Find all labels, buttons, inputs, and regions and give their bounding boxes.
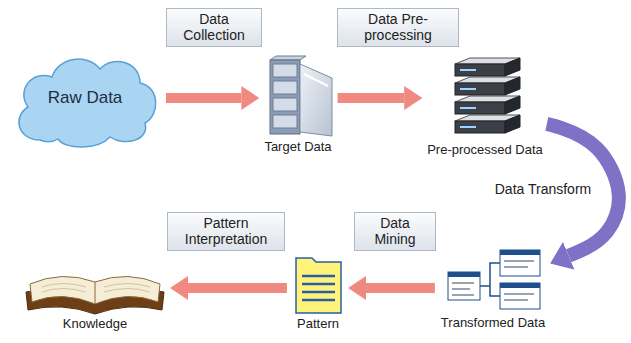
flow-arrow — [188, 283, 287, 293]
icon-space — [445, 245, 541, 315]
icon-node: Pre-processed Data — [427, 52, 543, 158]
step-label-box: Data Collection — [166, 8, 262, 47]
server-rack-icon — [270, 56, 332, 136]
cloud-node: Raw Data — [10, 45, 160, 150]
icon-space — [293, 252, 343, 316]
flow-arrow — [166, 93, 241, 103]
node-caption: Target Data — [264, 139, 331, 155]
node-label: Raw Data — [48, 88, 123, 108]
icon-node: Transformed Data — [441, 245, 545, 331]
icon-space — [25, 262, 165, 316]
step-label-box: Pattern Interpretation — [167, 212, 285, 251]
node-caption: Pattern — [293, 316, 343, 332]
table-windows-icon — [448, 250, 540, 309]
step-label: Data Transform — [487, 181, 599, 199]
node-caption: Knowledge — [25, 316, 165, 332]
folder-icon — [296, 258, 341, 313]
icon-space — [447, 52, 523, 142]
icon-node: Knowledge — [25, 262, 165, 332]
node-caption: Pre-processed Data — [427, 142, 543, 158]
icon-node: Pattern — [293, 252, 343, 332]
book-icon — [26, 276, 164, 314]
flow-arrow — [338, 93, 405, 103]
icon-space — [265, 55, 331, 139]
flow-arrow — [366, 283, 435, 293]
icon-node: Target Data — [264, 55, 331, 155]
server-stack-icon — [455, 58, 520, 133]
step-label-box: Data Pre-processing — [337, 8, 459, 47]
node-caption: Transformed Data — [441, 315, 545, 331]
cloud-shape — [19, 59, 156, 147]
step-label-box: Data Mining — [354, 212, 436, 251]
